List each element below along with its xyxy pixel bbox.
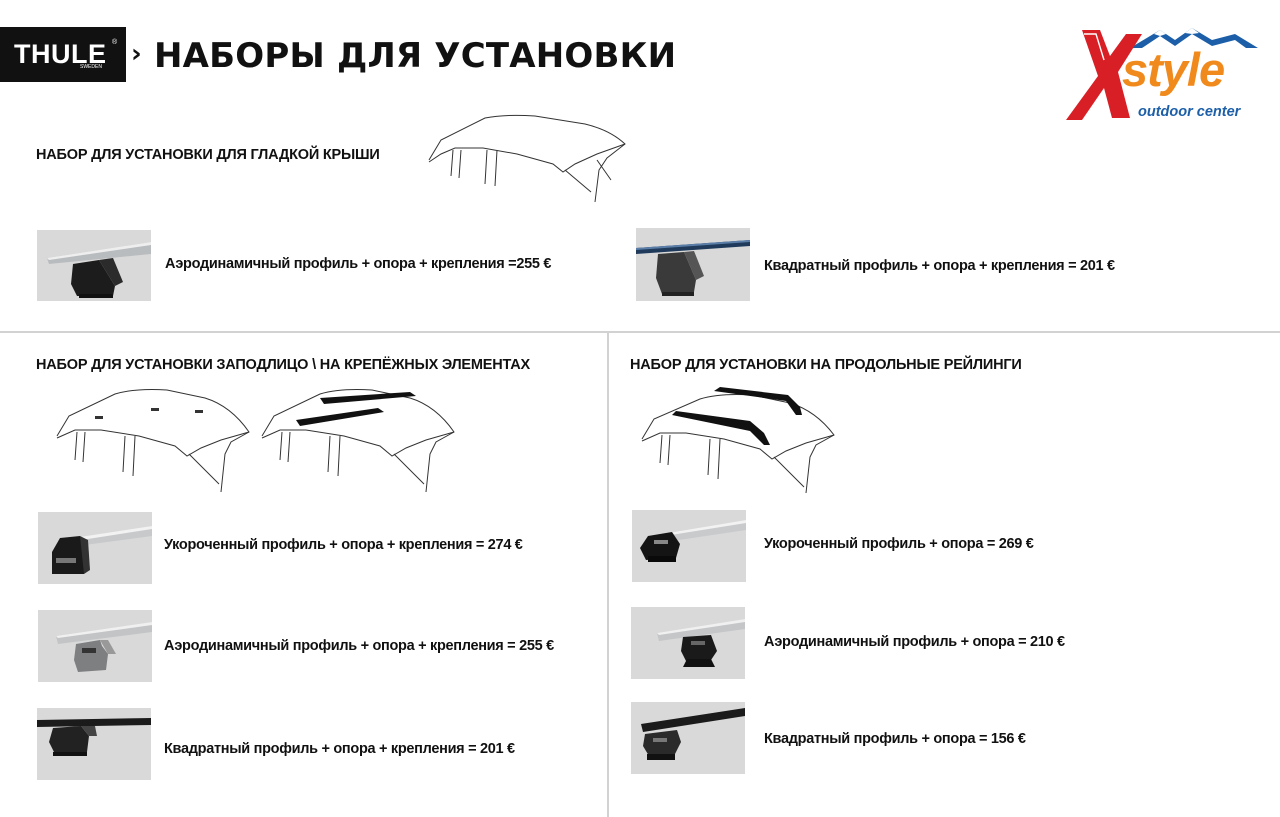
car-roof-rails-illustration bbox=[641, 387, 835, 494]
thule-logo-subtext: SWEDEN bbox=[80, 64, 102, 70]
product-image-wingbar-edge-rail bbox=[632, 510, 746, 582]
page-title: НАБОРЫ ДЛЯ УСТАНОВКИ bbox=[154, 36, 677, 76]
product-label-rails-square: Квадратный профиль + опора = 156 € bbox=[764, 731, 1026, 747]
car-smooth-roof-illustration bbox=[428, 114, 626, 203]
section-title-roof-rails: НАБОР ДЛЯ УСТАНОВКИ НА ПРОДОЛЬНЫЕ РЕЙЛИН… bbox=[630, 357, 1022, 373]
product-label-flush-aero: Аэродинамичный профиль + опора + креплен… bbox=[164, 638, 554, 654]
product-image-aero-bar-foot-flush bbox=[38, 610, 152, 682]
thule-logo-text: THULE bbox=[14, 39, 107, 69]
product-label-flush-square: Квадратный профиль + опора + крепления =… bbox=[164, 741, 515, 757]
product-image-wingbar-edge bbox=[38, 512, 152, 584]
product-image-aero-bar-rail bbox=[631, 607, 745, 679]
section-divider-vertical bbox=[607, 333, 609, 817]
section-title-smooth-roof: НАБОР ДЛЯ УСТАНОВКИ ДЛЯ ГЛАДКОЙ КРЫШИ bbox=[36, 147, 380, 163]
xstyle-logo-subtext: outdoor center bbox=[1138, 104, 1241, 120]
product-label-flush-wingbar-edge: Укороченный профиль + опора + крепления … bbox=[164, 537, 523, 553]
registered-mark: ® bbox=[112, 39, 118, 46]
product-label-rails-wingbar-edge: Укороченный профиль + опора = 269 € bbox=[764, 536, 1034, 552]
product-image-square-bar-foot-flush bbox=[37, 708, 151, 780]
section-title-flush-mount: НАБОР ДЛЯ УСТАНОВКИ ЗАПОДЛИЦО \ НА КРЕПЁ… bbox=[36, 357, 530, 373]
xstyle-logo-text: style bbox=[1122, 43, 1225, 96]
xstyle-logo: style outdoor center bbox=[1060, 26, 1265, 126]
product-image-square-bar-foot bbox=[636, 228, 750, 301]
thule-logo: THULE ® SWEDEN bbox=[0, 27, 126, 82]
chevron-right-icon: › bbox=[131, 39, 142, 69]
product-image-square-bar-rail bbox=[631, 702, 745, 774]
product-image-aero-bar-foot bbox=[37, 230, 151, 301]
car-fixpoint-illustration bbox=[56, 389, 250, 493]
section-divider-horizontal bbox=[0, 331, 1280, 333]
product-label-rails-aero: Аэродинамичный профиль + опора = 210 € bbox=[764, 634, 1065, 650]
product-label-smooth-aero: Аэродинамичный профиль + опора + креплен… bbox=[165, 256, 552, 272]
car-flush-rail-illustration bbox=[261, 389, 455, 493]
product-label-smooth-square: Квадратный профиль + опора + крепления =… bbox=[764, 258, 1115, 274]
xstyle-logo-graphic bbox=[1066, 28, 1258, 120]
